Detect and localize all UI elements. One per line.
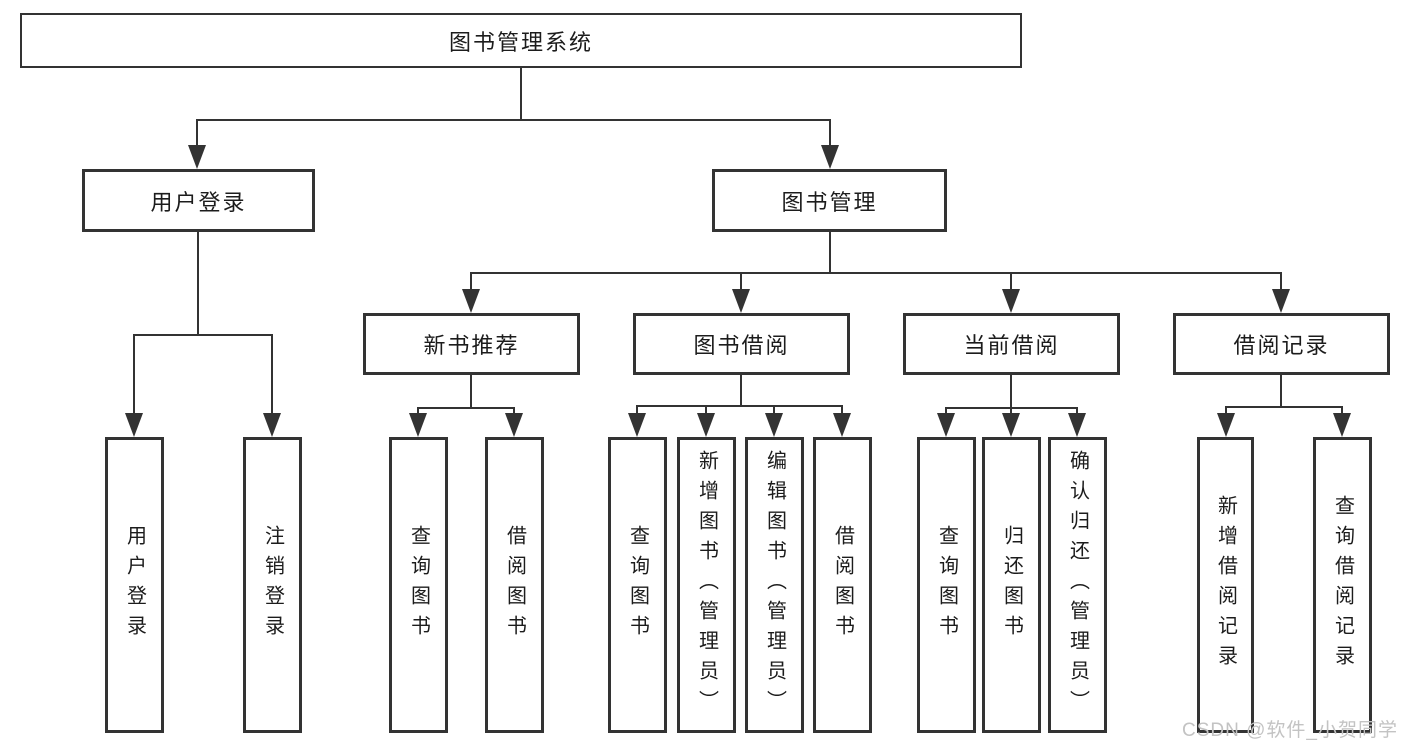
arrow-down-icon <box>1272 289 1290 313</box>
arrow-down-icon <box>732 289 750 313</box>
node-label: 查询图书 <box>407 525 430 645</box>
arrow-down-icon <box>821 145 839 169</box>
watermark: CSDN @软件_小贺同学 <box>1182 720 1398 741</box>
leaf-add-book-admin: 新增图书（管理员） <box>677 437 736 733</box>
node-label: 用户登录 <box>123 525 146 645</box>
node-label: 确认归还（管理员） <box>1066 450 1089 720</box>
node-label: 新书推荐 <box>423 333 520 358</box>
node-borrowing-records: 借阅记录 <box>1173 313 1390 375</box>
node-book-borrowing: 图书借阅 <box>633 313 850 375</box>
node-label: 借阅图书 <box>503 525 526 645</box>
arrow-down-icon <box>1217 413 1235 437</box>
node-label: 编辑图书（管理员） <box>763 450 786 720</box>
node-label: 查询借阅记录 <box>1331 495 1354 675</box>
leaf-add-borrow-record: 新增借阅记录 <box>1197 437 1254 733</box>
node-label: 当前借阅 <box>963 333 1060 358</box>
leaf-borrow-books-1: 借阅图书 <box>485 437 544 733</box>
leaf-user-login: 用户登录 <box>105 437 164 733</box>
arrow-down-icon <box>1333 413 1351 437</box>
leaf-query-borrow-record: 查询借阅记录 <box>1313 437 1372 733</box>
leaf-query-books-1: 查询图书 <box>389 437 448 733</box>
node-label: 借阅记录 <box>1233 333 1330 358</box>
connector-current-borrowing-to-leaves <box>945 375 1078 415</box>
node-label: 图书管理 <box>781 189 878 215</box>
node-label: 用户登录 <box>150 189 247 215</box>
connector-new-book-recommend-to-leaves <box>417 375 515 415</box>
node-label: 查询图书 <box>935 525 958 645</box>
arrow-down-icon <box>1002 289 1020 313</box>
leaf-logout-login: 注销登录 <box>243 437 302 733</box>
node-label: 新增借阅记录 <box>1214 495 1237 675</box>
node-label: 借阅图书 <box>831 525 854 645</box>
node-new-book-recommend: 新书推荐 <box>363 313 580 375</box>
arrow-down-icon <box>263 413 281 437</box>
connector-book-borrowing-to-leaves <box>636 375 843 415</box>
node-label: 注销登录 <box>261 525 284 645</box>
arrow-down-icon <box>1068 413 1086 437</box>
node-label: 新增图书（管理员） <box>695 450 718 720</box>
arrow-down-icon <box>462 289 480 313</box>
arrow-down-icon <box>125 413 143 437</box>
node-label: 查询图书 <box>626 525 649 645</box>
arrow-down-icon <box>628 413 646 437</box>
leaf-confirm-return-admin: 确认归还（管理员） <box>1048 437 1107 733</box>
connector-book-management-to-sections <box>470 232 1282 291</box>
node-root: 图书管理系统 <box>20 13 1022 68</box>
leaf-query-books-3: 查询图书 <box>917 437 976 733</box>
arrow-down-icon <box>697 413 715 437</box>
node-current-borrowing: 当前借阅 <box>903 313 1120 375</box>
arrow-down-icon <box>188 145 206 169</box>
leaf-query-books-2: 查询图书 <box>608 437 667 733</box>
leaf-edit-book-admin: 编辑图书（管理员） <box>745 437 804 733</box>
node-label: 归还图书 <box>1000 525 1023 645</box>
arrow-down-icon <box>765 413 783 437</box>
arrow-down-icon <box>505 413 523 437</box>
arrow-down-icon <box>1002 413 1020 437</box>
node-user-login: 用户登录 <box>82 169 315 232</box>
connector-root-to-level2 <box>196 68 831 147</box>
arrow-down-icon <box>937 413 955 437</box>
arrow-down-icon <box>409 413 427 437</box>
node-book-management: 图书管理 <box>712 169 947 232</box>
node-label: 图书借阅 <box>693 333 790 358</box>
node-label: 图书管理系统 <box>448 29 593 55</box>
connector-user-login-to-leaves <box>133 232 273 415</box>
leaf-borrow-books-2: 借阅图书 <box>813 437 872 733</box>
leaf-return-books: 归还图书 <box>982 437 1041 733</box>
arrow-down-icon <box>833 413 851 437</box>
connector-borrowing-records-to-leaves <box>1225 375 1343 415</box>
